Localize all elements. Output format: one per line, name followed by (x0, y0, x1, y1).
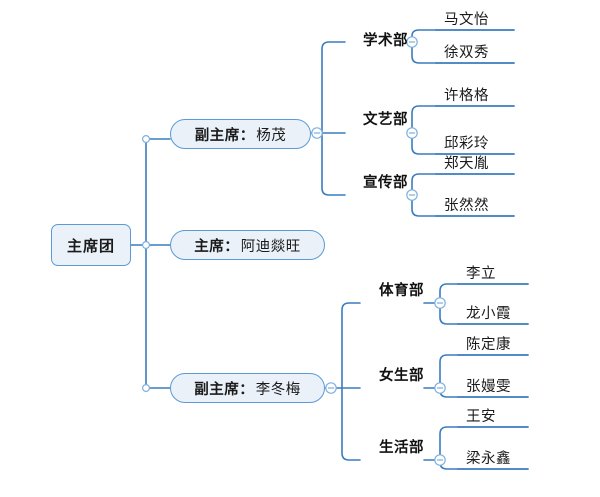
branch-person-label: 阿迪燚旺 (240, 238, 301, 255)
wire-sports-to-m0 (439, 283, 459, 304)
leaf-node-publicity-member-0[interactable]: 郑天胤 (440, 152, 520, 174)
dept-node-publicity[interactable]: 宣传部 (330, 170, 408, 192)
leaf-node-publicity-member-1[interactable]: 张然然 (440, 194, 520, 216)
branch-person-label: 杨茂 (256, 127, 287, 144)
collapse-toggle-welfare[interactable] (434, 454, 446, 466)
root-node-label: 主席团 (66, 236, 115, 255)
leaf-node-welfare-member-1[interactable]: 梁永鑫 (462, 447, 542, 469)
leaf-label: 李立 (466, 266, 496, 282)
dept-label: 生活部 (379, 439, 424, 456)
branch-person-label: 李冬梅 (255, 381, 301, 398)
leaf-label: 王安 (466, 409, 496, 425)
branch-separator: ： (239, 381, 254, 398)
dept-node-girls[interactable]: 女生部 (346, 363, 424, 385)
junction-dot-branch-0[interactable] (142, 135, 151, 144)
wire-girls-to-m0 (439, 354, 459, 389)
leaf-node-arts-member-0[interactable]: 许格格 (440, 84, 520, 106)
wire-arts-to-m0 (411, 105, 437, 134)
leaf-label: 徐双秀 (444, 45, 489, 61)
leaf-node-girls-member-0[interactable]: 陈定康 (462, 333, 542, 355)
collapse-toggle-academic[interactable] (406, 36, 418, 48)
collapse-toggle-arts[interactable] (406, 127, 418, 139)
dept-label: 宣传部 (363, 174, 408, 191)
dept-label: 文艺部 (363, 111, 408, 128)
leaf-label: 张嫚雯 (466, 379, 511, 395)
collapse-toggle-branch0[interactable] (311, 127, 323, 139)
collapse-toggles (311, 36, 446, 466)
wire-academic-to-m1 (411, 41, 437, 64)
branch-node-chair-adiyiwang[interactable]: 主席：阿迪燚旺 (170, 230, 325, 260)
junction-dot-branch-2[interactable] (142, 384, 151, 393)
wire-welfare-to-m1 (439, 459, 459, 470)
leaf-label: 陈定康 (466, 337, 511, 353)
leaf-node-welfare-member-0[interactable]: 王安 (462, 405, 542, 427)
leaf-label: 郑天胤 (444, 156, 489, 172)
dept-node-welfare[interactable]: 生活部 (346, 435, 424, 457)
branch-node-vice-chair-lidongmei[interactable]: 副主席：李冬梅 (170, 373, 325, 403)
branch-separator: ： (239, 127, 255, 144)
wire-girls-to-m1 (439, 387, 459, 398)
wire-sports-to-m1 (439, 302, 459, 325)
dept-node-academic[interactable]: 学术部 (330, 28, 408, 50)
leaf-node-sports-member-0[interactable]: 李立 (462, 262, 542, 284)
leaf-label: 许格格 (444, 88, 489, 104)
branch-role-label: 副主席 (194, 381, 240, 398)
collapse-toggle-publicity[interactable] (406, 189, 418, 201)
leaf-label: 龙小霞 (466, 306, 511, 322)
branch-separator: ： (224, 238, 239, 255)
collapse-toggle-sports[interactable] (434, 297, 446, 309)
leaf-node-academic-member-1[interactable]: 徐双秀 (440, 41, 520, 63)
leaf-label: 邱彩玲 (444, 136, 489, 152)
wire-welfare-to-m0 (439, 426, 459, 461)
branch-role-label: 副主席 (194, 127, 240, 144)
dept-label: 女生部 (379, 367, 424, 384)
leaf-label: 梁永鑫 (466, 451, 511, 467)
dept-label: 学术部 (363, 32, 408, 49)
junction-dot-branch-1[interactable] (142, 241, 151, 250)
root-node[interactable]: 主席团 (51, 224, 131, 266)
leaf-node-academic-member-0[interactable]: 马文怡 (440, 8, 520, 30)
dept-node-arts[interactable]: 文艺部 (330, 107, 408, 129)
dept-node-sports[interactable]: 体育部 (346, 278, 424, 300)
wire-publicity-to-m0 (411, 173, 437, 196)
wire-arts-to-m1 (411, 132, 437, 155)
leaf-node-girls-member-1[interactable]: 张嫚雯 (462, 375, 542, 397)
branch-role-label: 主席 (194, 238, 225, 255)
collapse-toggle-girls[interactable] (434, 382, 446, 394)
wire-publicity-to-m1 (411, 194, 437, 217)
dept-label: 体育部 (379, 282, 424, 299)
leaf-label: 张然然 (444, 198, 489, 214)
leaf-node-arts-member-1[interactable]: 邱彩玲 (440, 132, 520, 154)
wire-academic-to-m0 (411, 29, 437, 43)
leaf-node-sports-member-1[interactable]: 龙小霞 (462, 302, 542, 324)
branch-node-vice-chair-yangmao[interactable]: 副主席：杨茂 (170, 119, 311, 149)
leaf-label: 马文怡 (444, 12, 489, 28)
collapse-toggle-branch2[interactable] (325, 382, 337, 394)
